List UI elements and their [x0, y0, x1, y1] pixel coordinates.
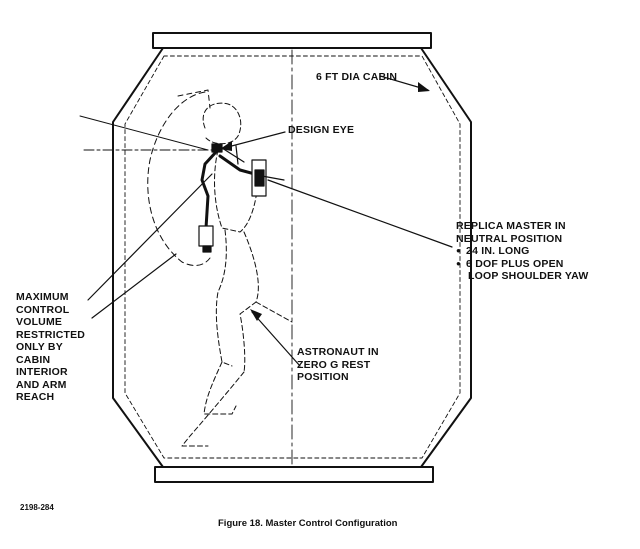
replica-bullet2: 6 DOF PLUS OPEN [456, 258, 588, 271]
cabin-inner-wall [124, 55, 461, 459]
label-replica-master: REPLICA MASTER IN NEUTRAL POSITION 24 IN… [456, 220, 588, 283]
control-volume-line: VOLUME [16, 316, 63, 328]
replica-bullet1: 24 IN. LONG [456, 245, 588, 258]
leader-replica [267, 179, 453, 248]
sightline-upper [79, 115, 209, 151]
control-volume-line: REACH [16, 391, 55, 403]
control-volume-line: AND ARM [16, 378, 67, 391]
arrowhead-astronaut [250, 309, 262, 321]
control-volume-line: CABIN [16, 353, 51, 366]
cabin-bottom-plate [154, 466, 434, 483]
control-volume-line: ONLY BY [16, 341, 63, 353]
control-volume-top [177, 89, 211, 109]
figure-caption: Figure 18. Master Control Configuration [218, 518, 398, 529]
leader-control-volume-a [87, 173, 213, 301]
control-volume-line: MAXIMUM [16, 291, 69, 303]
replica-master-arm [198, 143, 285, 253]
replica-line1: REPLICA MASTER IN [456, 220, 566, 232]
leader-design-eye [223, 131, 286, 149]
label-cabin: 6 FT DIA CABIN [316, 71, 398, 83]
cabin-top-plate [152, 32, 432, 49]
control-volume-line: INTERIOR [16, 366, 68, 378]
label-control-volume: MAXIMUM CONTROL VOLUME RESTRICTED ONLY B… [16, 291, 85, 404]
arrowhead-cabin [418, 82, 430, 92]
astronaut-line: POSITION [297, 371, 349, 383]
control-volume-line: CONTROL [16, 303, 70, 316]
replica-line2: NEUTRAL POSITION [456, 232, 563, 245]
figure-number: 2198-284 [20, 503, 54, 512]
leader-astronaut [251, 311, 301, 367]
astronaut-line: ASTRONAUT IN [297, 346, 379, 358]
arrowhead-design-eye [220, 141, 232, 151]
control-volume-line: RESTRICTED [16, 328, 86, 341]
label-astronaut: ASTRONAUT IN ZERO G REST POSITION [297, 346, 379, 384]
astronaut-figure [181, 102, 293, 447]
label-design-eye: DESIGN EYE [288, 124, 355, 136]
replica-bullet2-cont: LOOP SHOULDER YAW [468, 270, 589, 282]
leader-control-volume-b [91, 253, 177, 319]
astronaut-line: ZERO G REST [297, 358, 371, 371]
control-volume-boundary [147, 91, 211, 266]
